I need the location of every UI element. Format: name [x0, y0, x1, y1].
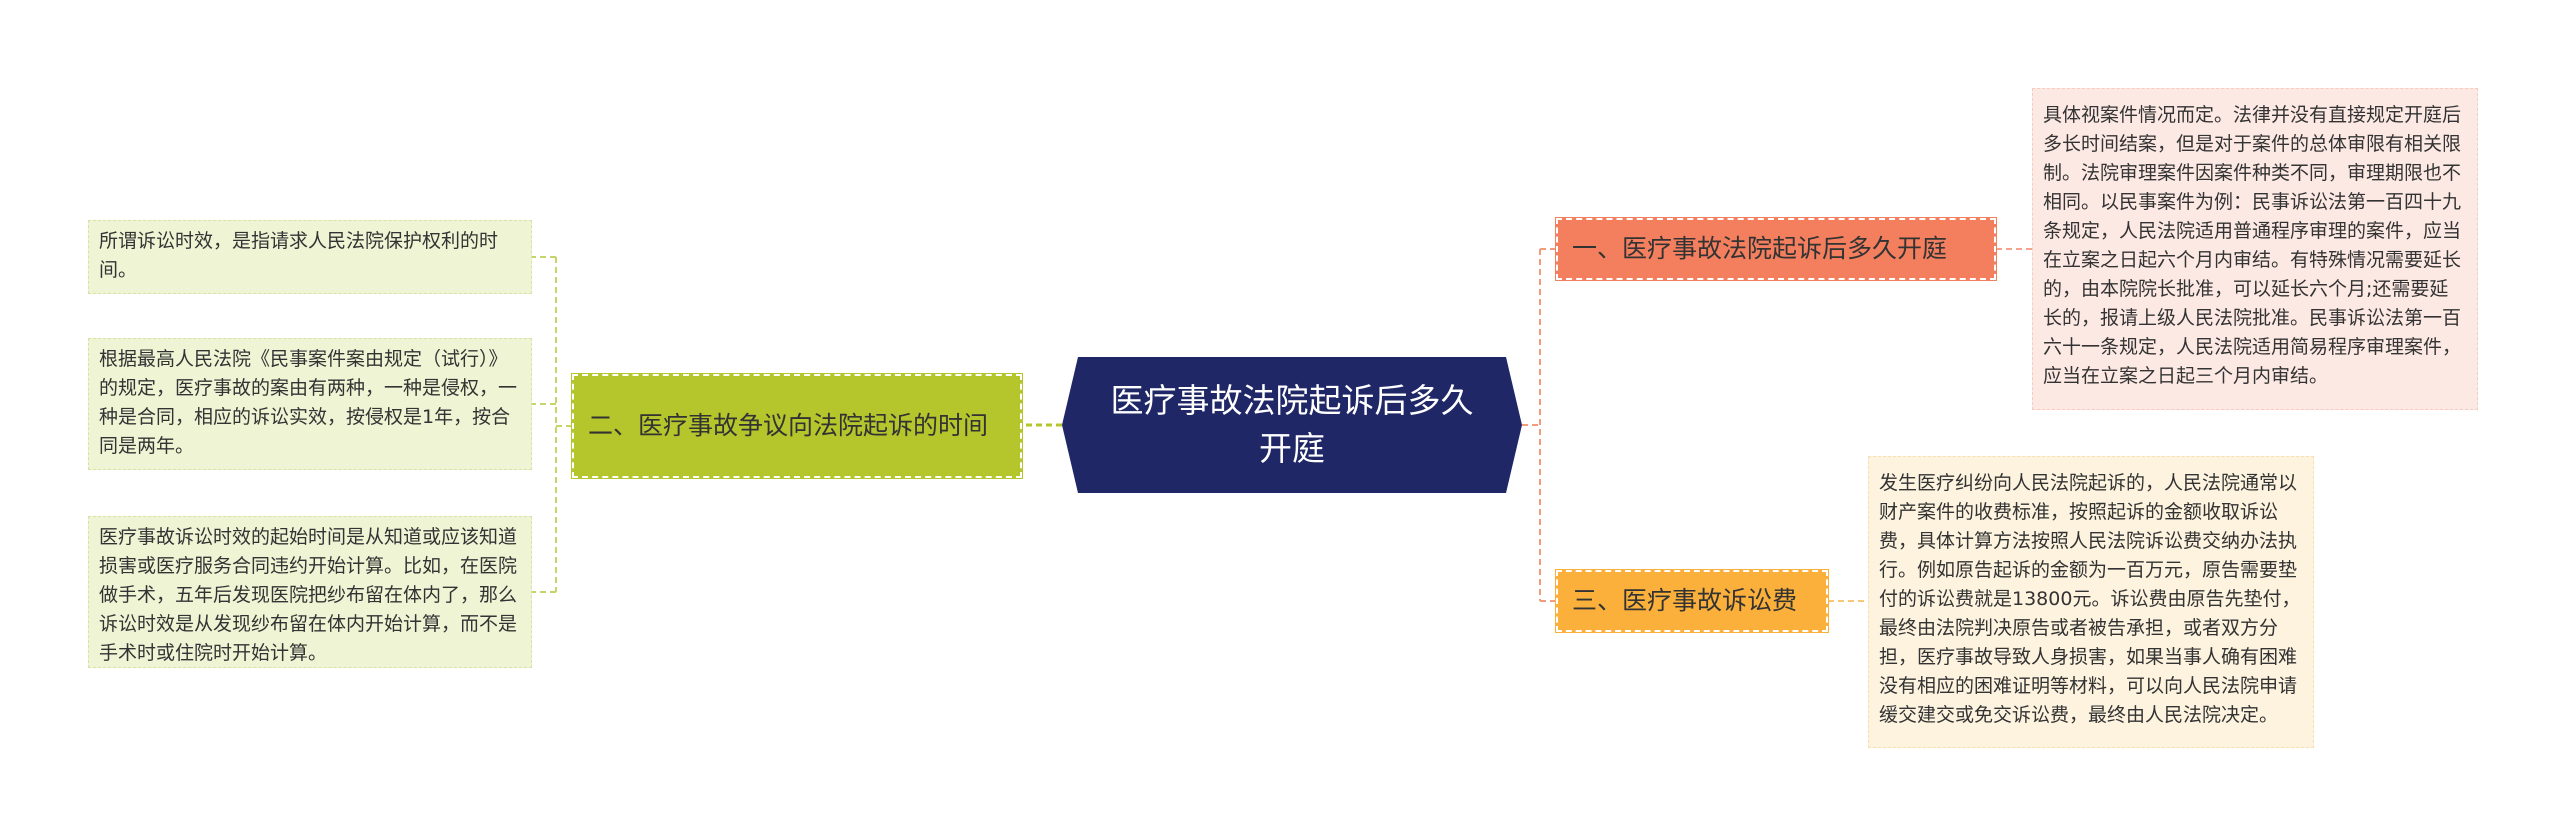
link-left-leaves [532, 256, 572, 593]
leaf-case-types[interactable]: 根据最高人民法院《民事案件案由规定（试行）》的规定，医疗事故的案由有两种，一种是… [88, 338, 532, 470]
branch-lawsuit-time-label: 二、医疗事故争议向法院起诉的时间 [588, 411, 989, 440]
branch-trial-time-label: 一、医疗事故法院起诉后多久开庭 [1572, 234, 1948, 263]
leaf-start-time-text: 医疗事故诉讼时效的起始时间是从知道或应该知道损害或医疗服务合同违约开始计算。比如… [99, 526, 518, 664]
branch-trial-time[interactable]: 一、医疗事故法院起诉后多久开庭 [1555, 217, 1997, 281]
link-center-right [1522, 248, 1556, 602]
leaf-start-time[interactable]: 医疗事故诉讼时效的起始时间是从知道或应该知道损害或医疗服务合同违约开始计算。比如… [88, 516, 532, 668]
central-topic[interactable]: 医疗事故法院起诉后多久开庭 [1062, 357, 1522, 493]
branch-litigation-fee[interactable]: 三、医疗事故诉讼费 [1555, 569, 1829, 633]
leaf-statute-definition-text: 所谓诉讼时效，是指请求人民法院保护权利的时间。 [99, 230, 499, 281]
leaf-case-types-text: 根据最高人民法院《民事案件案由规定（试行）》的规定，医疗事故的案由有两种，一种是… [99, 348, 518, 457]
leaf-trial-period-text: 具体视案件情况而定。法律并没有直接规定开庭后多长时间结案，但是对于案件的总体审限… [2043, 104, 2462, 387]
branch-litigation-fee-label: 三、医疗事故诉讼费 [1572, 586, 1798, 615]
leaf-statute-definition[interactable]: 所谓诉讼时效，是指请求人民法院保护权利的时间。 [88, 220, 532, 294]
leaf-fee-details[interactable]: 发生医疗纠纷向人民法院起诉的，人民法院通常以财产案件的收费标准，按照起诉的金额收… [1868, 456, 2314, 748]
central-topic-label: 医疗事故法院起诉后多久开庭 [1110, 381, 1474, 468]
leaf-trial-period[interactable]: 具体视案件情况而定。法律并没有直接规定开庭后多长时间结案，但是对于案件的总体审限… [2032, 88, 2478, 410]
branch-lawsuit-time[interactable]: 二、医疗事故争议向法院起诉的时间 [571, 373, 1023, 479]
leaf-fee-details-text: 发生医疗纠纷向人民法院起诉的，人民法院通常以财产案件的收费标准，按照起诉的金额收… [1879, 472, 2301, 726]
